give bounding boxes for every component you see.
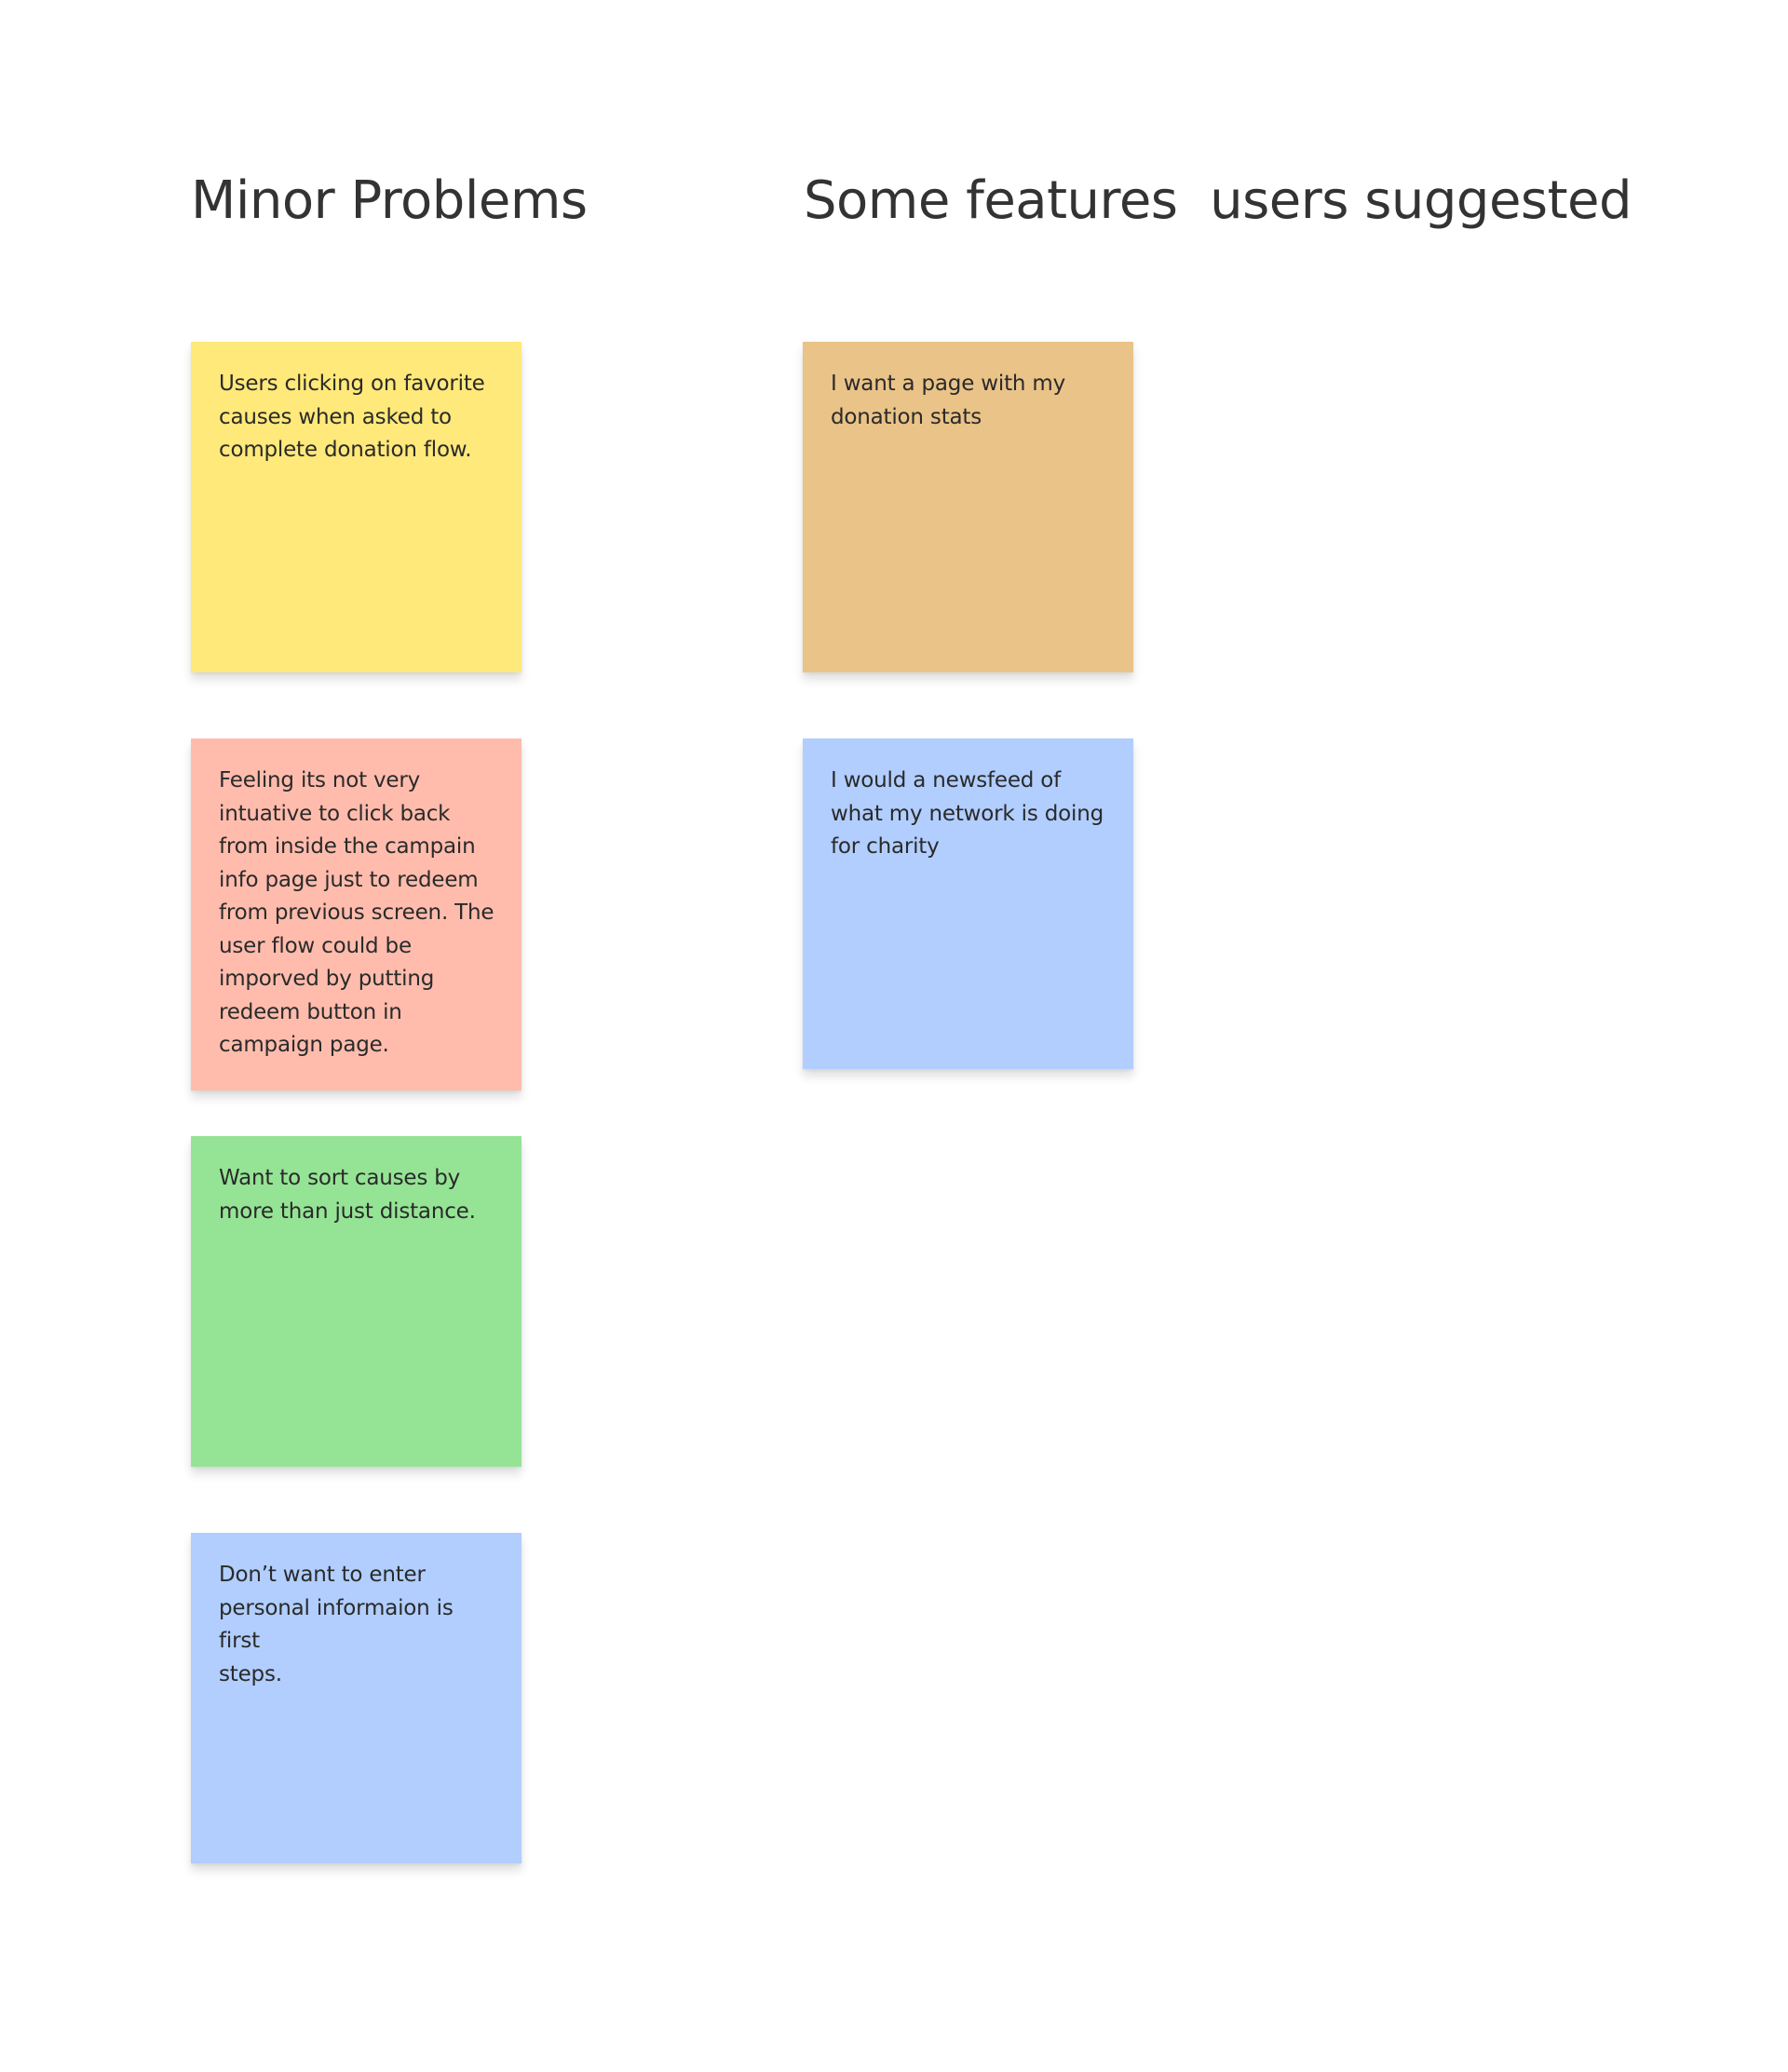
sticky-note-text: I want a page with my donation stats bbox=[831, 372, 1065, 429]
sticky-note-text: I would a newsfeed of what my network is… bbox=[831, 768, 1104, 859]
sticky-note[interactable]: Want to sort causes by more than just di… bbox=[191, 1136, 522, 1467]
sticky-note[interactable]: Users clicking on favorite causes when a… bbox=[191, 342, 522, 672]
column-heading-features-suggested: Some features users suggested bbox=[804, 170, 1632, 231]
column-heading-minor-problems: Minor Problems bbox=[191, 170, 588, 231]
sticky-note-text: Don’t want to enter personal informaion … bbox=[219, 1563, 454, 1686]
sticky-note[interactable]: Don’t want to enter personal informaion … bbox=[191, 1533, 522, 1863]
sticky-note[interactable]: Feeling its not very intuative to click … bbox=[191, 738, 522, 1090]
sticky-note[interactable]: I would a newsfeed of what my network is… bbox=[803, 738, 1133, 1069]
sticky-note-text: Users clicking on favorite causes when a… bbox=[219, 372, 485, 462]
sticky-note-text: Want to sort causes by more than just di… bbox=[219, 1166, 476, 1224]
sticky-note-text: Feeling its not very intuative to click … bbox=[219, 768, 494, 1057]
sticky-note[interactable]: I want a page with my donation stats bbox=[803, 342, 1133, 672]
